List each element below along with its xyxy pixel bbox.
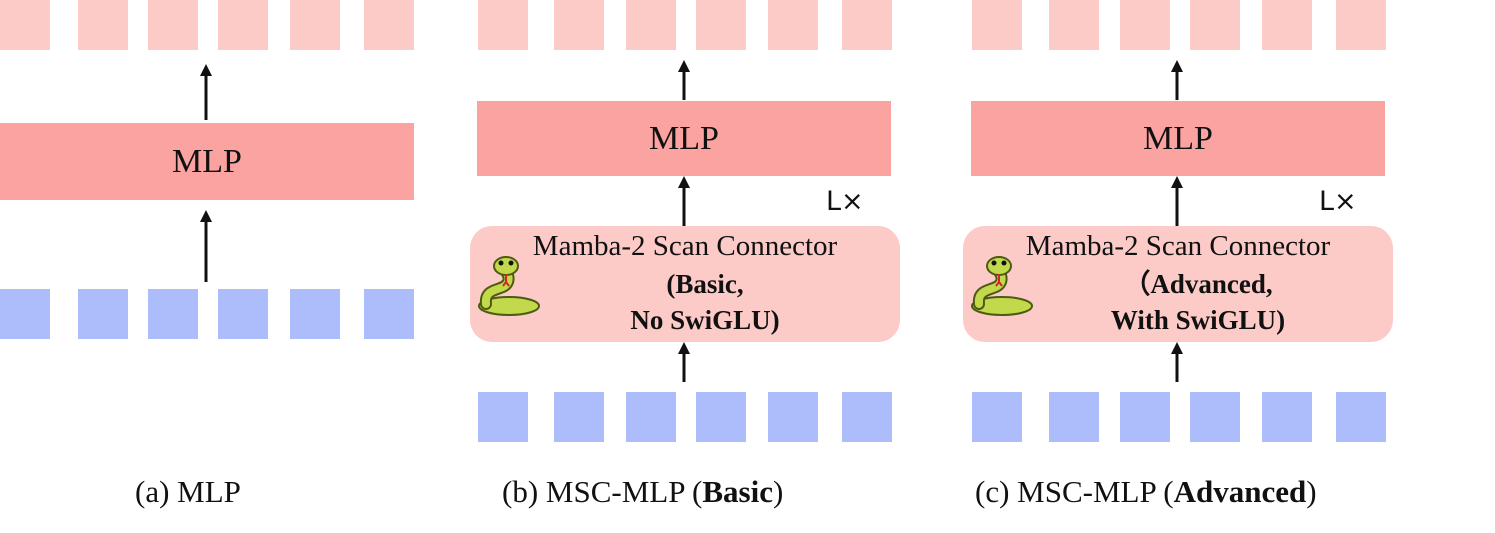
input-token: [364, 289, 414, 339]
snake-icon: [474, 256, 544, 318]
input-token: [218, 289, 268, 339]
input-token: [0, 289, 50, 339]
input-token: [478, 392, 528, 442]
connector-title: Mamba-2 Scan Connector: [1025, 230, 1331, 262]
caption-bold: Advanced: [1173, 474, 1307, 509]
arrow-up-icon: [1169, 176, 1185, 226]
output-token: [1190, 0, 1240, 50]
input-token: [1049, 392, 1099, 442]
mamba-scan-connector: Mamba-2 Scan Connector （Advanced, With S…: [963, 226, 1393, 342]
arrow-up-icon: [676, 60, 692, 100]
mlp-label: MLP: [1143, 119, 1213, 157]
input-token: [972, 392, 1022, 442]
output-token: [1120, 0, 1170, 50]
connector-variant: （Advanced, With SwiGLU): [1110, 269, 1286, 335]
panel-c-msc-mlp-advanced: MLP L× Mamba-2 Scan Connector （Advanced,…: [963, 0, 1393, 533]
output-token: [148, 0, 198, 50]
connector-variant: (Basic, No SwiGLU): [630, 269, 780, 335]
output-token: [1049, 0, 1099, 50]
output-token: [290, 0, 340, 50]
repeat-label: L×: [826, 186, 864, 217]
input-token: [696, 392, 746, 442]
mlp-block: MLP: [971, 101, 1385, 176]
output-token: [554, 0, 604, 50]
input-token: [768, 392, 818, 442]
caption-prefix: (b) MSC-MLP (: [502, 474, 703, 509]
arrow-up-icon: [676, 176, 692, 226]
caption-text: (a) MLP: [135, 474, 241, 509]
connector-title: Mamba-2 Scan Connector: [532, 230, 838, 262]
mlp-label: MLP: [172, 142, 242, 180]
output-token: [842, 0, 892, 50]
input-token: [1262, 392, 1312, 442]
input-token: [290, 289, 340, 339]
caption-suffix: ): [773, 474, 784, 509]
output-token: [364, 0, 414, 50]
output-token: [0, 0, 50, 50]
caption-bold: Basic: [702, 474, 773, 509]
input-token: [626, 392, 676, 442]
output-token: [1262, 0, 1312, 50]
arrow-up-icon: [676, 342, 692, 382]
output-token: [696, 0, 746, 50]
arrow-up-icon: [198, 64, 214, 120]
output-token: [78, 0, 128, 50]
mlp-block: MLP: [0, 123, 414, 200]
output-token: [626, 0, 676, 50]
panel-a-mlp: MLP (a) MLP: [0, 0, 420, 533]
input-token: [78, 289, 128, 339]
panel-b-msc-mlp-basic: MLP L× Mamba-2 Scan Connector (Basic, No…: [470, 0, 900, 533]
input-token: [1190, 392, 1240, 442]
caption-suffix: ): [1306, 474, 1317, 509]
arrow-up-icon: [198, 210, 214, 282]
input-token: [148, 289, 198, 339]
mlp-label: MLP: [649, 119, 719, 157]
caption-prefix: (c) MSC-MLP (: [975, 474, 1174, 509]
output-token: [478, 0, 528, 50]
output-token: [1336, 0, 1386, 50]
input-token: [1336, 392, 1386, 442]
input-token: [554, 392, 604, 442]
repeat-label: L×: [1319, 186, 1357, 217]
output-token: [972, 0, 1022, 50]
caption-a: (a) MLP: [135, 474, 241, 510]
input-token: [842, 392, 892, 442]
caption-c: (c) MSC-MLP (Advanced): [975, 474, 1317, 510]
output-token: [768, 0, 818, 50]
mamba-scan-connector: Mamba-2 Scan Connector (Basic, No SwiGLU…: [470, 226, 900, 342]
snake-icon: [967, 256, 1037, 318]
arrow-up-icon: [1169, 60, 1185, 100]
input-token: [1120, 392, 1170, 442]
output-token: [218, 0, 268, 50]
mlp-block: MLP: [477, 101, 891, 176]
caption-b: (b) MSC-MLP (Basic): [502, 474, 783, 510]
arrow-up-icon: [1169, 342, 1185, 382]
